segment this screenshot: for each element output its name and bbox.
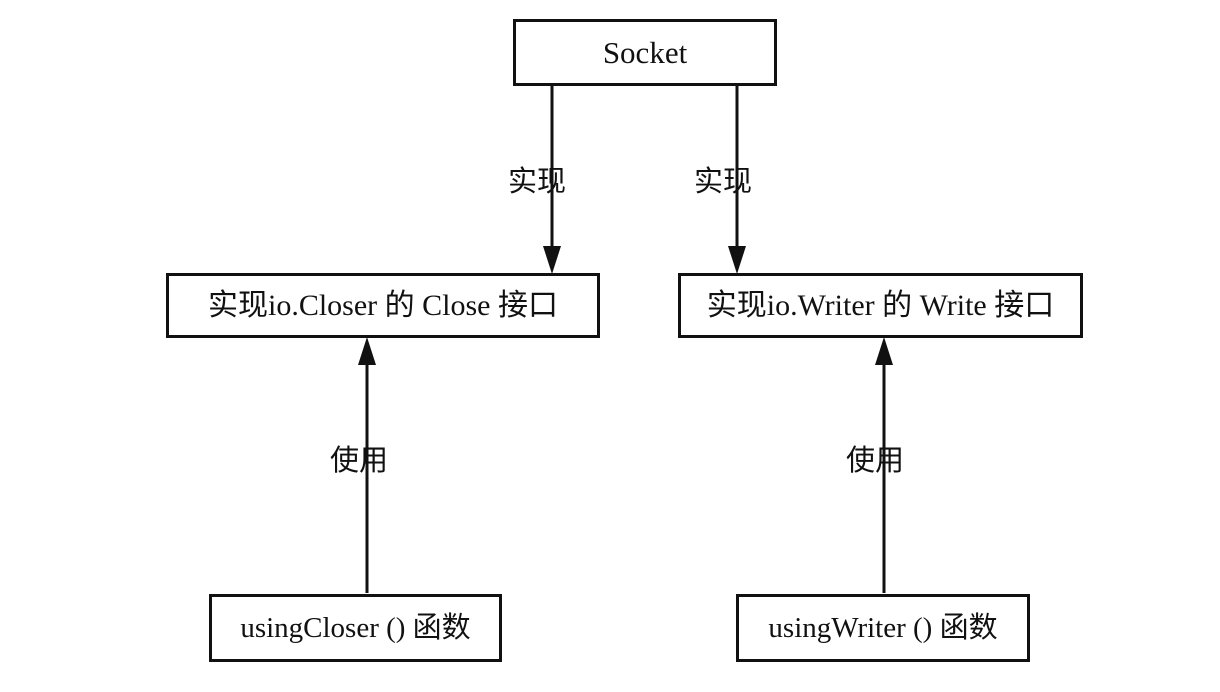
node-closer-interface-label: 实现io.Closer 的 Close 接口: [208, 288, 558, 322]
node-using-closer-function[interactable]: usingCloser () 函数: [209, 594, 502, 662]
node-socket-label: Socket: [602, 35, 688, 70]
edge-label-socket-to-closer-interface: 实现: [508, 166, 567, 198]
node-using-writer-function-label: usingWriter () 函数: [768, 611, 998, 644]
node-writer-interface[interactable]: 实现io.Writer 的 Write 接口: [678, 273, 1083, 338]
edge-label-socket-to-writer-interface: 实现: [694, 166, 753, 198]
node-using-closer-function-label: usingCloser () 函数: [240, 611, 471, 644]
edge-label-using-closer-to-closer-interface: 使用: [330, 445, 389, 477]
node-using-writer-function[interactable]: usingWriter () 函数: [736, 594, 1030, 662]
node-closer-interface[interactable]: 实现io.Closer 的 Close 接口: [166, 273, 600, 338]
edge-label-using-writer-to-writer-interface: 使用: [846, 445, 905, 477]
node-socket[interactable]: Socket: [513, 19, 777, 86]
node-writer-interface-label: 实现io.Writer 的 Write 接口: [706, 288, 1055, 322]
